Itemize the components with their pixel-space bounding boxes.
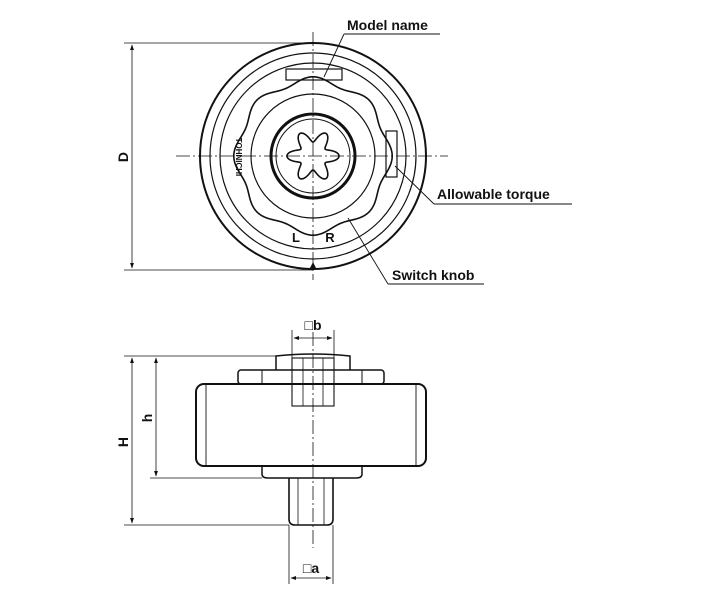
brand-label: TOHNICHI: [234, 138, 243, 177]
drive-square-recess: [291, 357, 335, 407]
dimension-h-total-label: H: [115, 437, 131, 447]
callout-allowable-torque-leader: [394, 165, 572, 205]
switch-knob: [232, 75, 394, 237]
inner-ring: [250, 93, 376, 219]
dimension-a-label: □a: [303, 560, 319, 576]
body-ring-2: [209, 52, 417, 260]
drive-socket-outer: [269, 112, 357, 200]
dimension-b-label: □b: [304, 317, 321, 333]
drive-socket-inner: [275, 118, 351, 194]
allowable-torque-plate: [385, 130, 398, 178]
top-hub: [275, 353, 351, 370]
switch-label-left: L: [292, 230, 300, 245]
front-view: [176, 32, 448, 280]
callout-model-name: Model name: [347, 17, 428, 33]
callout-switch-knob: Switch knob: [392, 267, 474, 283]
model-name-plate: [285, 68, 343, 81]
switch-label-right: R: [325, 230, 335, 245]
output-square-drive: [288, 478, 334, 526]
callout-switch-knob-leader: [347, 217, 484, 285]
callout-model-name-leader: [323, 33, 440, 78]
dimension-h-body-label: h: [139, 414, 155, 423]
dimension-d-label: D: [115, 152, 131, 162]
dimension-b: [291, 330, 335, 358]
side-view: [195, 332, 427, 548]
dimension-d: [124, 42, 313, 271]
dimension-h-total: [124, 355, 289, 526]
dimension-h-body: [150, 357, 262, 479]
star-recess: [286, 132, 340, 180]
body-ring-3: [219, 62, 407, 250]
callout-allowable-torque: Allowable torque: [437, 186, 550, 202]
main-body: [195, 383, 427, 467]
dimension-a: [288, 525, 334, 584]
switch-indicator-arrow: [310, 262, 316, 268]
bottom-collar: [261, 466, 363, 479]
